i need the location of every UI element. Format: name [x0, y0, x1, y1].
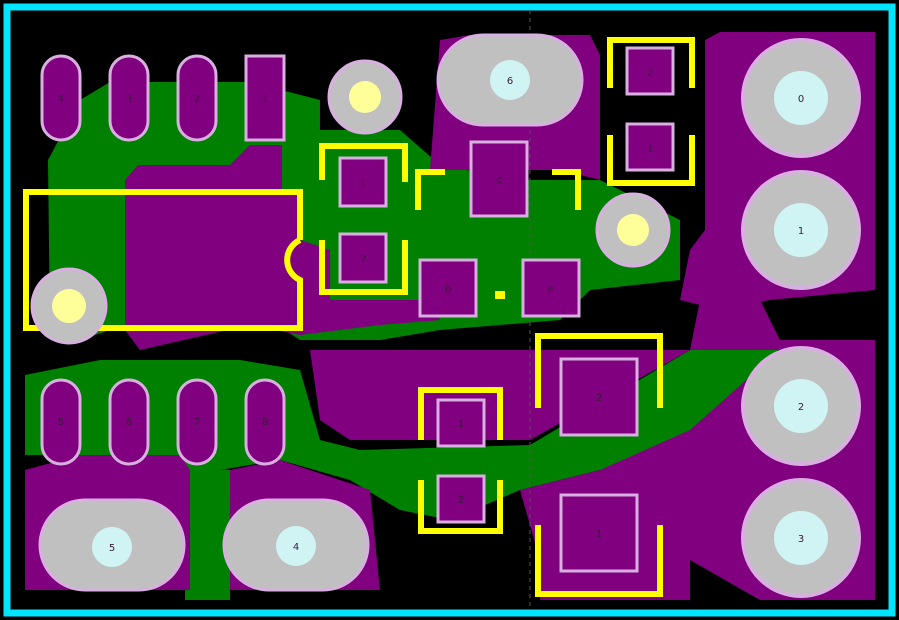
cap-lower-label: 1 — [458, 419, 464, 430]
cap-lower-label: 2 — [458, 495, 464, 506]
transistor-outline — [415, 169, 581, 210]
transistor-pad-label: b — [445, 284, 451, 295]
ic-pin-label: 4 — [58, 94, 64, 105]
transistor-pad: e — [521, 258, 581, 318]
connector-pin-label: 0 — [798, 94, 804, 105]
cap-top-right-label: 1 — [647, 144, 653, 155]
via — [30, 267, 108, 345]
transistor-pad: b — [418, 258, 478, 318]
cap-middle-pad: 1 — [338, 156, 388, 208]
board-outline — [3, 3, 896, 617]
ic-pin-label: 5 — [58, 417, 64, 428]
ic-outline — [23, 189, 303, 331]
ic-pins-top: 4 3 2 1 — [40, 54, 286, 142]
cap-top-right-pad: 2 — [625, 46, 675, 96]
ic-pin: 4 — [40, 54, 82, 142]
cap-lower-pad: 2 — [436, 474, 486, 524]
ic-pin-label: 2 — [194, 94, 200, 105]
ic-pins-bottom: 5 6 7 8 — [40, 378, 286, 466]
ic-pin-label: 7 — [194, 417, 200, 428]
ic-pin: 2 — [176, 54, 218, 142]
cap-top-right-label: 2 — [647, 68, 653, 79]
ic-pin-square: 1 — [244, 54, 286, 142]
mount-hole-label: 6 — [507, 76, 513, 87]
power-pad-2-outline — [535, 333, 663, 408]
cap-middle-label: 1 — [360, 178, 366, 189]
cap-top-right-pad: 1 — [625, 122, 675, 172]
ic-pin: 6 — [108, 378, 150, 466]
power-pad-label: 2 — [596, 393, 602, 404]
cap-middle-pad: 2 — [338, 232, 388, 284]
ic-pin: 3 — [108, 54, 150, 142]
via — [595, 192, 671, 268]
power-pad: 1 — [559, 493, 639, 573]
power-pad: 2 — [559, 357, 639, 437]
transistor-mark — [495, 291, 505, 299]
ic-pin-label: 1 — [262, 94, 268, 105]
transistor-pad: c — [469, 140, 529, 218]
transistor-pad-label: e — [548, 284, 554, 295]
connector-pin-label: 1 — [798, 226, 804, 237]
connector-pin: 3 — [741, 478, 861, 598]
mount-hole: 4 — [222, 498, 370, 592]
ic-pin: 7 — [176, 378, 218, 466]
cap-middle-label: 2 — [360, 254, 366, 265]
cap-middle-outline — [319, 143, 408, 295]
connector-pin: 0 — [741, 38, 861, 158]
cap-lower-pad: 1 — [436, 398, 486, 448]
connector-pin: 2 — [741, 346, 861, 466]
smd-pads: 2 1 1 2 c b e 2 — [338, 46, 675, 573]
power-pad-label: 1 — [596, 529, 602, 540]
mount-hole: 6 — [436, 33, 584, 127]
power-pad-1-outline — [535, 525, 663, 597]
mount-hole-label: 4 — [293, 542, 299, 553]
ic-pin: 5 — [40, 378, 82, 466]
ic-pin: 8 — [244, 378, 286, 466]
ic-pin-label: 8 — [262, 417, 268, 428]
via — [327, 59, 403, 135]
mount-hole-label: 5 — [109, 543, 115, 554]
ic-pin-label: 6 — [126, 417, 132, 428]
transistor-pad-label: c — [496, 175, 502, 186]
connector-pin-label: 3 — [798, 534, 804, 545]
mount-hole: 5 — [38, 498, 186, 592]
ic-pin-label: 3 — [126, 94, 132, 105]
cap-top-right-outline — [607, 37, 695, 186]
cap-lower-outline — [418, 387, 503, 534]
connector-pin-label: 2 — [798, 402, 804, 413]
silkscreen — [23, 37, 695, 597]
connector-pin: 1 — [741, 170, 861, 290]
